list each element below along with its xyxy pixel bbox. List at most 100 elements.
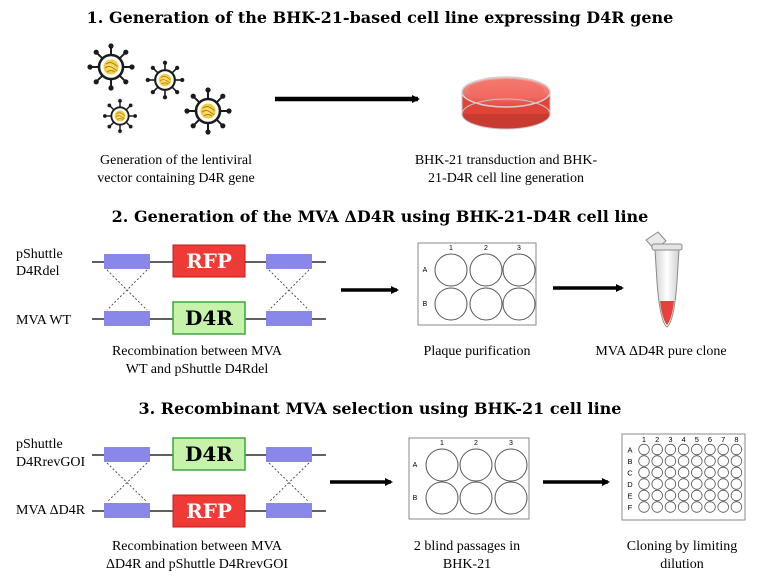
plate48-well [730, 489, 743, 502]
plate48-well [691, 478, 703, 490]
plate-col-label: 3 [509, 440, 513, 447]
plate48-well [651, 478, 663, 490]
section-2-top-label-line1: pShuttle [16, 247, 63, 262]
plate48-well [717, 443, 729, 456]
plate48-well [651, 455, 663, 467]
homology-arm-right [266, 311, 312, 326]
section-2-plate-caption: Plaque purification [424, 344, 531, 359]
plate48-well [704, 478, 716, 490]
plate48-row-label: F [628, 503, 633, 512]
plate48-well [651, 466, 663, 479]
plate48-col-label: 4 [682, 435, 686, 444]
homology-arm-left [104, 503, 150, 518]
section-1-step-b-caption-line1: BHK-21 transduction and BHK- [415, 153, 598, 168]
plate48-well [677, 501, 690, 513]
section-3-recomb-caption-line1: Recombination between MVA [112, 539, 283, 554]
section-3-construct: D4R RFP [92, 437, 326, 528]
virus-icon [144, 59, 186, 101]
plate48-well [691, 501, 703, 513]
plate48-row-label: A [627, 445, 632, 454]
section-2-recomb-caption-line1: Recombination between MVA [112, 344, 283, 359]
plate48-col-label: 5 [695, 435, 699, 444]
plate-col-label: 2 [474, 440, 478, 447]
plate48-well [717, 455, 729, 467]
plate48-well [638, 489, 650, 502]
plate-col-label: 1 [449, 245, 453, 252]
section-3-top-label-line2: D4RrevGOI [16, 455, 86, 470]
section-3-bottom-label: MVA ΔD4R [16, 503, 86, 518]
virus-icon [86, 42, 136, 92]
section-2-bottom-gene: D4R [185, 306, 233, 330]
plate48-well [691, 489, 703, 502]
plate48-well [704, 466, 716, 479]
rfp-gene-box [172, 244, 246, 278]
plate48-col-label: 6 [708, 435, 712, 444]
plate-row-label: B [413, 495, 418, 502]
section-2-recomb-caption-line2: WT and pShuttle D4Rdel [126, 362, 269, 377]
section-3-plate-caption-line1: 2 blind passages in [414, 539, 520, 554]
section-2-construct: RFP D4R [92, 244, 326, 335]
plate48-col-label: 1 [642, 435, 646, 444]
plate-col-label: 2 [484, 245, 488, 252]
plate48-well [638, 443, 650, 456]
microcentrifuge-tube-icon [645, 231, 683, 328]
plate48-well [651, 489, 663, 502]
plate48-well [704, 455, 716, 467]
d4r-gene-box [172, 301, 246, 335]
plate48-col-label: 8 [734, 435, 738, 444]
section-1-step-b-caption-line2: 21-D4R cell line generation [428, 171, 584, 186]
plate48-well [638, 478, 650, 490]
plate48-well [704, 501, 716, 513]
section-3-bottom-gene: RFP [186, 499, 232, 523]
virus-icon [102, 98, 138, 134]
plate48-well [730, 443, 743, 456]
plate-col-label: 1 [440, 440, 444, 447]
plate48-well [691, 443, 703, 456]
plate48-row-label: C [627, 468, 633, 477]
d4r-gene-box [172, 437, 246, 471]
section-1-step-a-caption-line1: Generation of the lentiviral [100, 153, 252, 168]
section-1-step-a-caption-line2: vector containing D4R gene [97, 171, 254, 186]
plate-col-label: 3 [517, 245, 521, 252]
section-2-top-gene: RFP [186, 249, 232, 273]
homology-arm-right [266, 254, 312, 269]
plate48-well [664, 501, 677, 513]
plate48-well [717, 489, 729, 502]
section-2-title: 2. Generation of the MVA ΔD4R using BHK-… [112, 207, 649, 226]
plate48-well [638, 455, 650, 467]
petri-dish-icon [461, 76, 551, 130]
plate48-well [651, 443, 663, 456]
plate48-well [664, 489, 677, 502]
rfp-gene-box [172, 494, 246, 528]
section-3-cloning-caption-line2: dilution [660, 557, 704, 572]
plate48-well [677, 489, 690, 502]
section-3-recomb-caption-line2: ΔD4R and pShuttle D4RrevGOI [106, 557, 288, 572]
plate48-well [717, 501, 729, 513]
plate48-well [638, 466, 650, 479]
section-3-cloning-caption-line1: Cloning by limiting [627, 539, 737, 554]
plate48-well [677, 466, 690, 479]
plate48-well [691, 455, 703, 467]
plate48-col-label: 7 [721, 435, 725, 444]
plate48-row-label: D [627, 480, 633, 489]
plate48-row-label: B [627, 457, 632, 466]
section-3-plate-caption-line2: BHK-21 [443, 557, 491, 572]
plate48-well [704, 443, 716, 456]
section-3-top-label-line1: pShuttle [16, 437, 63, 452]
section-2-bottom-label: MVA WT [16, 313, 72, 328]
plate48-well [704, 489, 716, 502]
plate48-well [664, 466, 677, 479]
homology-arm-right [266, 447, 312, 462]
section-3-top-gene: D4R [185, 442, 233, 466]
homology-arm-left [104, 447, 150, 462]
plate48-col-label: 2 [655, 435, 659, 444]
plate48-well [691, 466, 703, 479]
homology-arm-left [104, 311, 150, 326]
well-plate-icon: 1 2 3 A B [408, 437, 530, 520]
plate48-well [717, 478, 729, 490]
plate-row-label: B [423, 301, 428, 308]
plate48-well [730, 501, 743, 513]
section-2-top-label-line2: D4Rdel [16, 264, 60, 279]
